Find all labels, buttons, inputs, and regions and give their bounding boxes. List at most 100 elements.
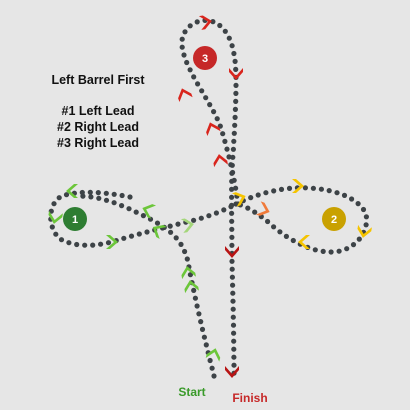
path-dot bbox=[199, 88, 205, 94]
chevron-icon bbox=[184, 280, 199, 294]
path-dot bbox=[349, 196, 355, 202]
path-dot bbox=[196, 311, 202, 317]
path-dot bbox=[167, 223, 173, 229]
start-label: Start bbox=[178, 385, 205, 399]
path-dot bbox=[231, 130, 237, 136]
path-dot bbox=[211, 373, 217, 379]
path-dot bbox=[312, 247, 318, 253]
path-dot bbox=[229, 210, 235, 216]
path-dot bbox=[302, 185, 308, 191]
path-dot bbox=[233, 82, 239, 88]
chevron-icon bbox=[106, 235, 118, 249]
path-dot bbox=[199, 326, 206, 332]
path-dot bbox=[233, 90, 239, 96]
path-dot bbox=[229, 242, 235, 248]
barrel-2-label: 2 bbox=[331, 214, 337, 226]
path-dot bbox=[229, 170, 235, 176]
path-dot bbox=[344, 246, 350, 252]
chevron-icon bbox=[225, 366, 239, 378]
path-dot bbox=[229, 258, 235, 264]
path-dot bbox=[178, 241, 184, 247]
finish-label: Finish bbox=[232, 391, 267, 405]
path-dot bbox=[363, 214, 369, 220]
path-dot bbox=[96, 195, 102, 201]
path-dot bbox=[119, 203, 125, 209]
path-dot bbox=[222, 28, 228, 34]
path-dot bbox=[229, 43, 235, 49]
path-dot bbox=[207, 102, 213, 108]
path-dot bbox=[233, 98, 239, 104]
path-dot bbox=[105, 240, 112, 246]
barrel-1-circle bbox=[63, 207, 87, 231]
path-dot bbox=[66, 240, 72, 246]
path-dot bbox=[326, 188, 332, 194]
path-dot bbox=[277, 229, 283, 235]
path-dot bbox=[341, 192, 348, 198]
path-dot bbox=[286, 185, 293, 191]
path-dot bbox=[230, 322, 237, 328]
path-dot bbox=[229, 178, 235, 184]
lead-1: #1 Left Lead bbox=[62, 104, 135, 118]
path-dot bbox=[231, 362, 237, 368]
chevron-icon bbox=[255, 201, 270, 216]
path-dot bbox=[147, 216, 154, 222]
path-dot bbox=[192, 295, 198, 301]
path-dot bbox=[140, 213, 146, 219]
chevron-icon bbox=[142, 204, 157, 219]
path-dot bbox=[87, 189, 93, 195]
path-dot bbox=[232, 58, 238, 64]
chevron-icon bbox=[292, 179, 304, 193]
path-dot bbox=[229, 186, 235, 192]
path-dot bbox=[209, 365, 215, 371]
path-dot bbox=[221, 207, 227, 213]
path-dot bbox=[51, 201, 57, 207]
path-dot bbox=[320, 248, 326, 254]
chevron-icon bbox=[178, 88, 193, 103]
path-dot bbox=[226, 154, 232, 160]
path-dot bbox=[263, 190, 269, 196]
path-dot bbox=[229, 234, 235, 240]
path-dot bbox=[58, 237, 65, 243]
chevron-icon bbox=[181, 266, 196, 280]
path-dot bbox=[355, 201, 361, 207]
chevron-icon bbox=[48, 210, 63, 224]
path-dot bbox=[290, 237, 296, 244]
path-dot bbox=[245, 205, 251, 211]
path-dot bbox=[334, 190, 340, 196]
path-dot bbox=[187, 272, 193, 278]
path-dot bbox=[356, 236, 362, 242]
path-dot bbox=[213, 210, 219, 216]
path-loop-barrel-3 bbox=[179, 17, 241, 376]
path-dot bbox=[175, 221, 181, 227]
chevron-icon bbox=[66, 184, 78, 198]
dotted-paths bbox=[48, 17, 369, 379]
barrel-3-label: 3 bbox=[202, 53, 208, 65]
path-dot bbox=[144, 229, 150, 235]
path-dot bbox=[318, 186, 324, 192]
path-dot bbox=[133, 209, 139, 215]
path-dot bbox=[53, 231, 59, 237]
lead-3: #3 Right Lead bbox=[57, 136, 139, 150]
path-dot bbox=[187, 67, 193, 73]
path-dot bbox=[74, 241, 80, 248]
path-dot bbox=[336, 248, 342, 254]
path-dot bbox=[181, 52, 187, 58]
chevron-icon bbox=[206, 122, 221, 137]
chevron-icon bbox=[229, 68, 243, 80]
path-dot bbox=[310, 185, 316, 191]
path-dot bbox=[49, 224, 55, 230]
path-dot bbox=[229, 226, 235, 232]
path-dot bbox=[184, 59, 190, 66]
pattern-title: Left Barrel First bbox=[51, 73, 145, 87]
path-dot bbox=[248, 195, 254, 201]
path-dot bbox=[121, 235, 127, 241]
path-dot bbox=[127, 194, 133, 200]
path-dot bbox=[211, 109, 217, 115]
chevron-icon bbox=[213, 154, 228, 168]
path-dot bbox=[119, 192, 125, 199]
path-dot bbox=[191, 74, 197, 80]
path-dot bbox=[231, 338, 237, 344]
path-dot bbox=[283, 233, 289, 239]
